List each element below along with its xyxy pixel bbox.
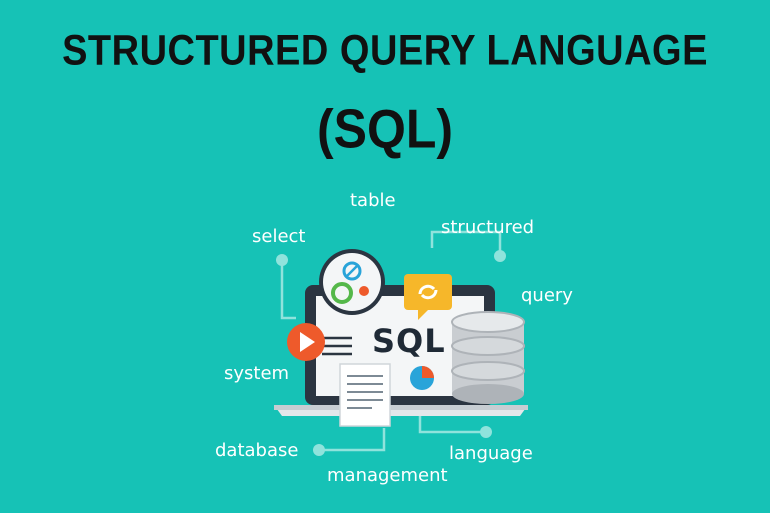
keyword-structured: structured xyxy=(441,217,535,238)
database-icon xyxy=(451,311,525,404)
screen-lines xyxy=(322,336,352,356)
keyword-table: table xyxy=(350,190,396,211)
connector-dots xyxy=(276,250,506,456)
keyword-database: database xyxy=(215,440,299,461)
document-icon xyxy=(339,363,391,427)
connector-lines xyxy=(280,230,502,452)
main-subtitle: (SQL) xyxy=(316,98,454,160)
screen-sql-label: SQL xyxy=(372,322,446,360)
keyword-language: language xyxy=(449,443,533,464)
pie-chart-icon xyxy=(410,366,434,390)
keyword-system: system xyxy=(224,363,290,384)
keyword-select: select xyxy=(252,226,306,247)
play-icon xyxy=(287,323,325,361)
chat-refresh-icon xyxy=(404,274,452,320)
keyword-management: management xyxy=(327,465,448,486)
keyword-query: query xyxy=(521,285,573,306)
main-title: STRUCTURED QUERY LANGUAGE xyxy=(62,27,708,75)
gears-icon xyxy=(319,249,385,315)
